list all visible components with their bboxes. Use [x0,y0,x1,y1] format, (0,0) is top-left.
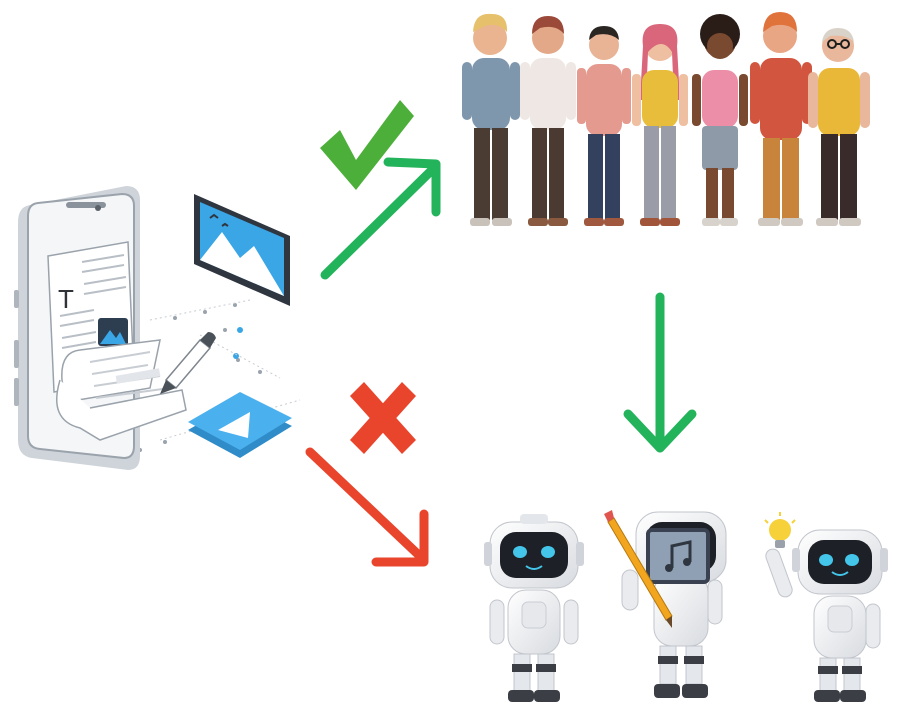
text-glyph: T [58,284,74,314]
robot-2 [604,510,727,698]
arrow-content-to-robots [305,447,429,567]
lightbulb-icon [764,512,796,548]
pencil-icon [604,510,673,628]
person-2 [520,16,576,226]
person-6 [750,12,812,226]
video-play-icon [188,392,292,458]
people-group [462,12,870,226]
robots-group [484,510,888,702]
check-icon [320,100,414,190]
person-1 [462,13,520,226]
pen-icon [160,332,216,394]
person-7 [808,28,870,226]
robot-1 [484,514,584,702]
content-illustration: T [14,186,301,470]
arrow-people-to-robots [623,292,697,453]
person-5 [692,14,748,226]
person-3 [577,26,631,226]
robot-3 [764,512,888,702]
music-screen-icon [646,528,710,584]
cross-icon [350,382,416,454]
arrow-content-to-people [320,157,441,280]
person-4 [632,24,688,226]
image-frame-icon [194,194,290,306]
scroll-icon [56,339,187,441]
